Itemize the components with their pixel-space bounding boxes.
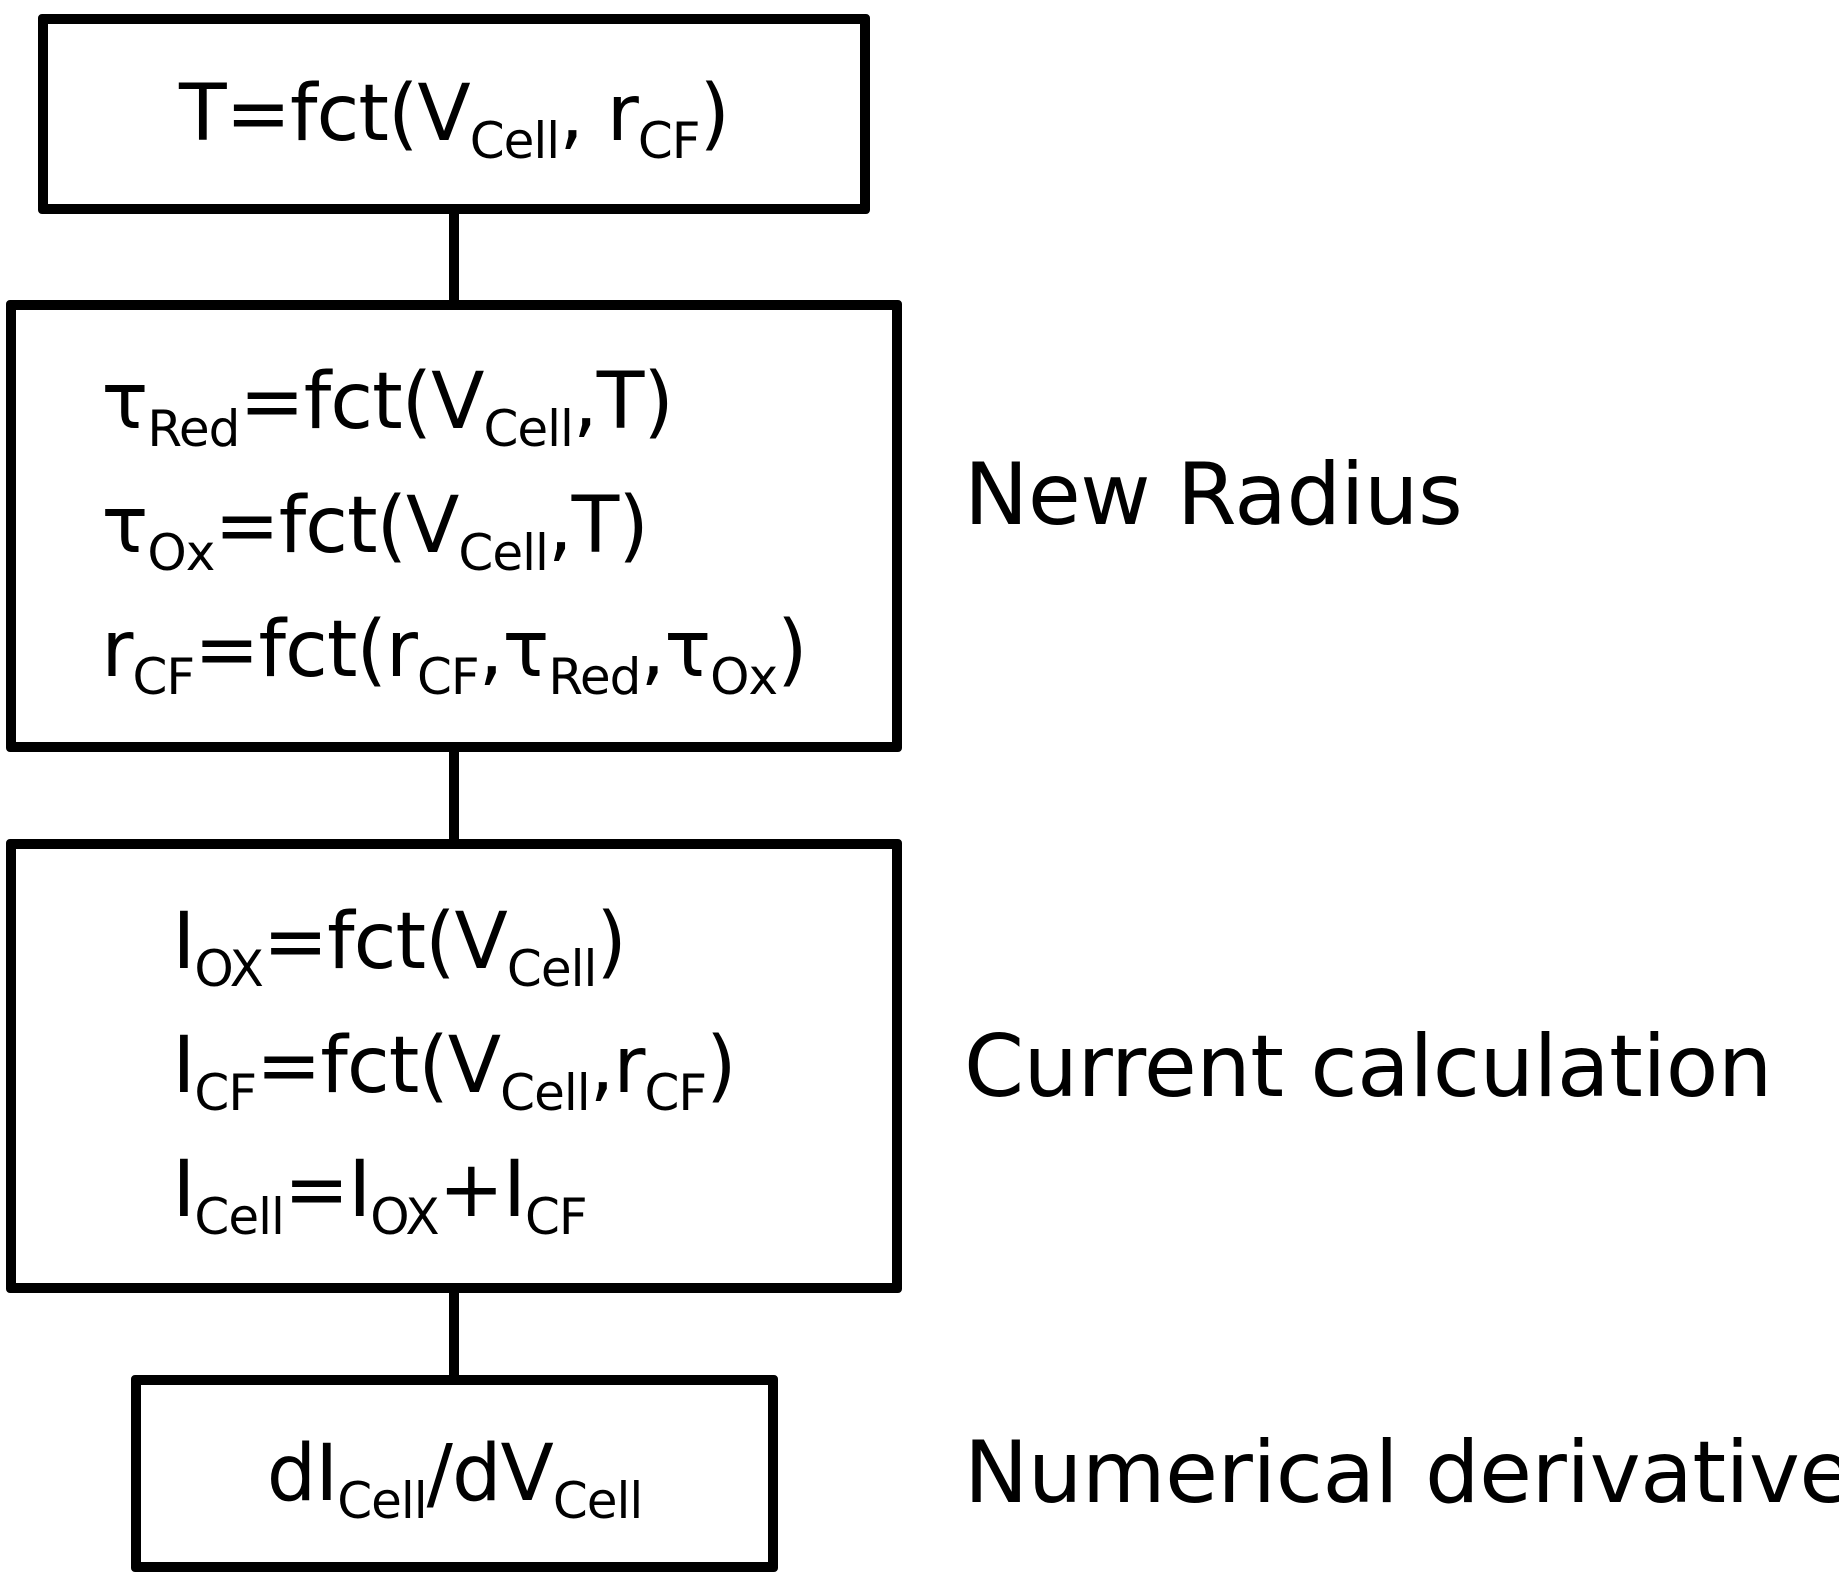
equation-subscript: CF xyxy=(525,1188,588,1246)
equation: ICF=fct(VCell,rCF) xyxy=(172,1004,736,1128)
equation-group: IOX=fct(VCell)ICF=fct(VCell,rCF)ICell=IO… xyxy=(172,880,736,1252)
step-current-calculation-box: IOX=fct(VCell)ICF=fct(VCell,rCF)ICell=IO… xyxy=(6,839,902,1293)
equation-subscript: Cell xyxy=(552,1471,643,1530)
equation-subscript: CF xyxy=(416,648,480,706)
label-current-calculation: Current calculation xyxy=(964,1017,1772,1117)
equation-subscript: CF xyxy=(194,1064,257,1122)
equation-subscript: Red xyxy=(548,648,641,706)
equation: ICell=IOX+ICF xyxy=(172,1128,735,1252)
equation-text: ) xyxy=(596,897,626,987)
equation-text: =fct(r xyxy=(194,605,418,695)
equation-text: I xyxy=(172,897,195,987)
equation: T=fct(VCell, rCF) xyxy=(179,52,730,176)
step-new-radius-box: τRed=fct(VCell,T)τOx=fct(VCell,T)rCF=fct… xyxy=(6,300,902,752)
equation-text: =fct(V xyxy=(262,897,508,987)
equation-text: /dV xyxy=(426,1428,554,1519)
step-temperature-box: T=fct(VCell, rCF) xyxy=(38,14,870,214)
connector-line xyxy=(449,212,459,302)
equation-text: ,τ xyxy=(478,605,550,695)
equation-text: +I xyxy=(438,1145,526,1235)
equation-subscript: Cell xyxy=(506,940,597,998)
equation-text: τ xyxy=(101,481,148,571)
equation-text: =fct(V xyxy=(239,357,484,447)
equation-subscript: Red xyxy=(147,400,240,458)
equation-text: =fct(V xyxy=(256,1021,501,1111)
equation-subscript: Cell xyxy=(194,1188,284,1246)
equation-text: I xyxy=(172,1145,195,1235)
equation-text: , r xyxy=(559,69,639,159)
equation-text: ) xyxy=(777,605,807,695)
equation: rCF=fct(rCF,τRed,τOx) xyxy=(101,588,807,712)
equation: τOx=fct(VCell,T) xyxy=(101,464,806,588)
equation-text: ) xyxy=(699,69,730,159)
equation: dICell/dVCell xyxy=(266,1412,644,1536)
equation: τRed=fct(VCell,T) xyxy=(101,340,806,464)
equation-subscript: CF xyxy=(644,1064,708,1122)
equation-subscript: CF xyxy=(132,648,196,706)
equation-text: ,τ xyxy=(640,605,711,695)
equation-text: dI xyxy=(266,1428,339,1519)
equation-subscript: OX xyxy=(194,940,263,998)
label-numerical-derivative: Numerical derivative xyxy=(964,1423,1839,1523)
equation-text: ) xyxy=(706,1021,736,1111)
equation-subscript: OX xyxy=(370,1188,439,1246)
equation-subscript: Ox xyxy=(147,524,215,582)
equation-text: ,T) xyxy=(547,481,649,571)
equation-text: =I xyxy=(283,1145,371,1235)
equation-text: =fct(V xyxy=(214,481,459,571)
equation-text: τ xyxy=(101,357,148,447)
label-new-radius: New Radius xyxy=(964,445,1463,545)
equation-subscript: Cell xyxy=(500,1064,590,1122)
equation-subscript: Cell xyxy=(458,524,548,582)
equation-subscript: Cell xyxy=(469,112,560,170)
equation-group: dICell/dVCell xyxy=(266,1412,644,1536)
equation-group: T=fct(VCell, rCF) xyxy=(179,52,730,176)
equation-subscript: Ox xyxy=(710,648,778,706)
equation-subscript: CF xyxy=(637,112,701,170)
equation-subscript: Cell xyxy=(483,400,573,458)
equation: IOX=fct(VCell) xyxy=(172,880,735,1004)
step-numerical-derivative-box: dICell/dVCell xyxy=(131,1375,778,1572)
equation-subscript: Cell xyxy=(337,1471,427,1530)
equation-text: I xyxy=(172,1021,195,1111)
connector-line xyxy=(449,750,459,841)
equation-text: ,T) xyxy=(572,357,674,447)
connector-line xyxy=(449,1291,459,1377)
equation-text: r xyxy=(101,605,133,695)
equation-group: τRed=fct(VCell,T)τOx=fct(VCell,T)rCF=fct… xyxy=(101,340,807,712)
equation-text: T=fct(V xyxy=(179,69,471,159)
equation-text: ,r xyxy=(589,1021,646,1111)
